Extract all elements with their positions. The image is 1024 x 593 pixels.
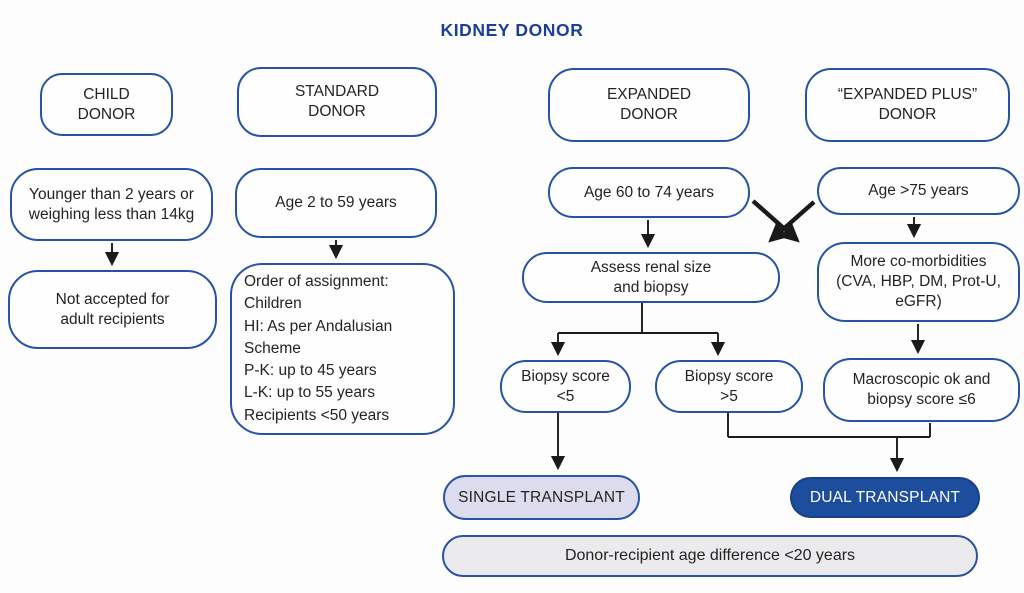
node-standard-donor-header: STANDARD DONOR: [237, 67, 437, 137]
node-dual-transplant: DUAL TRANSPLANT: [790, 477, 980, 518]
node-single-transplant: SINGLE TRANSPLANT: [443, 475, 640, 520]
node-child-outcome: Not accepted for adult recipients: [8, 270, 217, 349]
node-child-donor-header: CHILD DONOR: [40, 73, 173, 136]
node-standard-criteria: Age 2 to 59 years: [235, 168, 437, 238]
node-assess-renal: Assess renal size and biopsy: [522, 252, 780, 303]
arrow-cross-expanded-to-comorbidities: [751, 199, 800, 243]
node-child-criteria: Younger than 2 years or weighing less th…: [10, 168, 213, 241]
node-biopsy-score-low: Biopsy score <5: [500, 360, 631, 413]
node-standard-assignment: Order of assignment: Children HI: As per…: [230, 263, 455, 435]
footer-age-difference: Donor-recipient age difference <20 years: [442, 535, 978, 577]
node-expanded-criteria: Age 60 to 74 years: [548, 167, 750, 218]
node-expanded-plus-criteria: Age >75 years: [817, 167, 1020, 215]
node-biopsy-score-high: Biopsy score >5: [655, 360, 803, 413]
arrow-cross-age75-to-assess: [768, 200, 816, 243]
node-expanded-plus-donor-header: “EXPANDED PLUS” DONOR: [805, 68, 1010, 142]
node-comorbidities: More co-morbidities (CVA, HBP, DM, Prot-…: [817, 242, 1020, 322]
node-macroscopic: Macroscopic ok and biopsy score ≤6: [823, 358, 1020, 422]
diagram-title: KIDNEY DONOR: [440, 20, 584, 40]
node-expanded-donor-header: EXPANDED DONOR: [548, 68, 750, 142]
